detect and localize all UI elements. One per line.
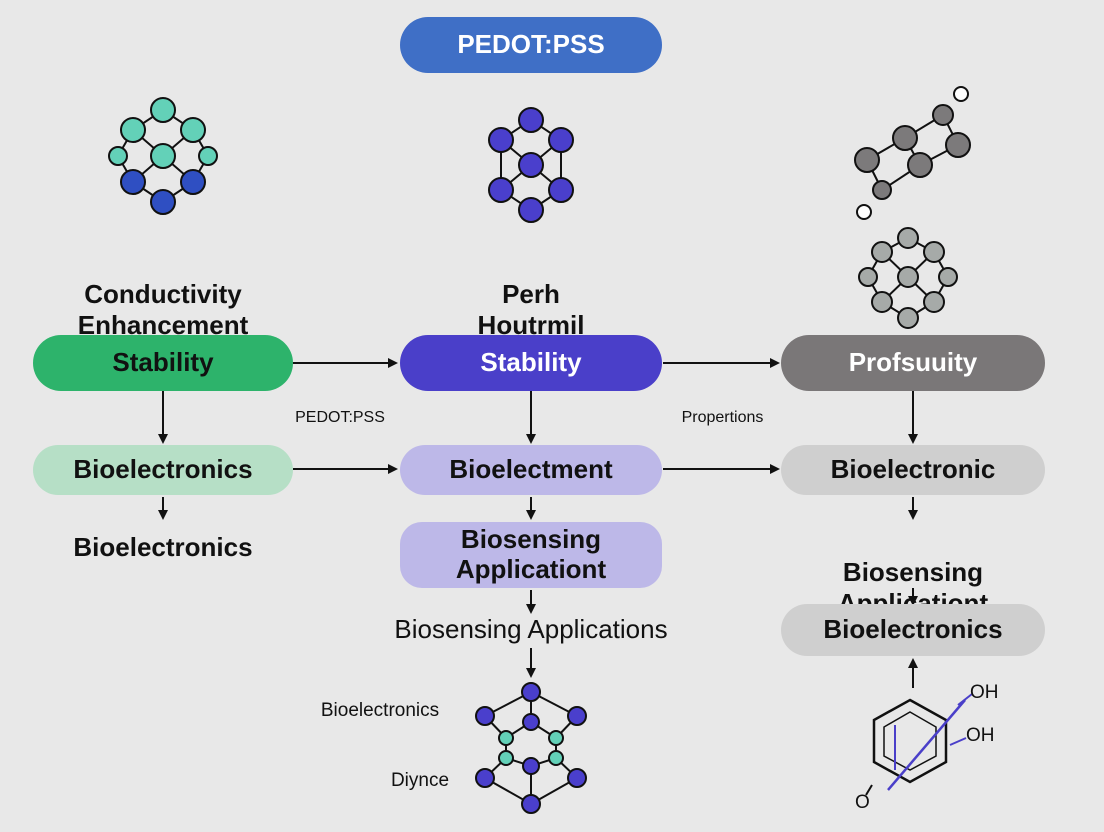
col1-heading: Conductivity Enhancement [77,279,249,341]
benzene-ring-icon [865,693,973,796]
col2-biosensing-label: Biosensing Applications [394,614,668,644]
connector-label-1: PEDOT:PSS [295,409,385,426]
col3-profsuuity-pill: Profsuuity [781,335,1045,391]
col2-side-label-1: Bioelectronics [320,700,440,721]
chem-label-oh-2: OH [966,725,995,746]
connector-label-2: Propertions [681,409,764,426]
molecule-icon [488,107,574,223]
col3-bioelectronics-pill: Bioelectronics [781,604,1045,656]
col2-stability-pill: Stability [400,335,662,391]
col1-bioelectronics-pill: Bioelectronics [33,445,293,495]
col3-bioelectronic-pill: Bioelectronic [781,445,1045,495]
molecule-icon [108,97,218,215]
chem-label-oh-1: OH [970,682,999,703]
col2-heading: Perh Houtrmil [477,279,585,341]
col1-stability-pill: Stability [33,335,293,391]
col2-side-label-2: Diynce [390,770,450,791]
molecule-icon [854,86,971,220]
col2-biosensing-pill: Biosensing Applicationt [400,522,662,588]
molecule-icon [858,227,958,329]
title-label: PEDOT:PSS [457,29,605,60]
col1-bioelectronics-label: Bioelectronics [73,532,253,562]
chem-label-o: O [855,792,870,813]
molecule-icon [475,682,587,814]
title-pill: PEDOT:PSS [400,17,662,73]
col2-bioelectment-pill: Bioelectment [400,445,662,495]
